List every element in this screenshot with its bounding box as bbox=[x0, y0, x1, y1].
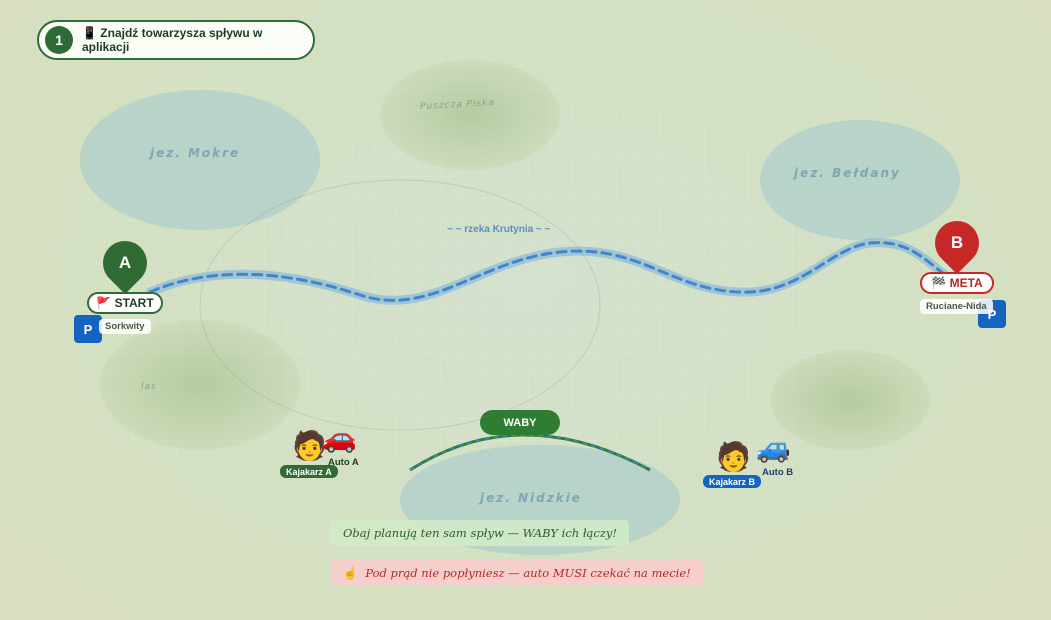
finish-place: Ruciane-Nida bbox=[920, 299, 993, 314]
river-path bbox=[148, 241, 947, 302]
kayaker-a-icon: 🧑 bbox=[292, 429, 327, 462]
label-woods: las bbox=[141, 382, 157, 392]
kayaker-b-icon: 🧑 bbox=[716, 440, 751, 473]
forest-right bbox=[770, 350, 930, 450]
start-parking-icon: P bbox=[74, 315, 102, 343]
car-b-icon: 🚙 bbox=[756, 431, 791, 464]
river-band bbox=[145, 238, 950, 305]
waby-connection-arc-dash bbox=[409, 434, 651, 471]
finish-pin-letter: B bbox=[950, 233, 964, 252]
step-number: 1 bbox=[45, 26, 73, 54]
finish-label: 🏁 META bbox=[920, 272, 994, 294]
step-header: 1 📱 Znajdź towarzysza spływu w aplikacji bbox=[37, 20, 315, 60]
lake-mokre bbox=[80, 90, 320, 230]
shared-route-note: Obaj planują ten sam spływ — WABY ich łą… bbox=[331, 520, 630, 546]
phone-icon: 📱 bbox=[82, 26, 97, 40]
pointing-finger-icon: ☝️ bbox=[343, 566, 358, 580]
step-title: 📱 Znajdź towarzysza spływu w aplikacji bbox=[82, 26, 313, 54]
car-b-label: Auto B bbox=[762, 467, 794, 478]
car-a-icon: 🚗 bbox=[322, 421, 357, 454]
forest-puszcza-piska bbox=[380, 60, 560, 170]
car-a-label: Auto A bbox=[328, 457, 359, 468]
label-lake-nidzkie: jez. Nidzkie bbox=[480, 491, 582, 505]
kayaker-b-label: Kajakarz B bbox=[703, 475, 762, 488]
warning-note: ☝️ Pod prąd nie popłyniesz — auto MUSI c… bbox=[331, 560, 703, 586]
river-label: ~ ~ rzeka Krutynia ~ ~ bbox=[447, 224, 551, 235]
waby-badge: WABY bbox=[480, 410, 560, 435]
lake-beldany bbox=[760, 120, 960, 240]
start-label: 🚩 START bbox=[87, 292, 163, 314]
start-pin-letter: A bbox=[118, 253, 132, 272]
step-label: Znajdź towarzysza spływu w aplikacji bbox=[82, 26, 263, 54]
kayaker-a-label: Kajakarz A bbox=[280, 465, 338, 478]
waby-connection-arc bbox=[409, 433, 651, 472]
warning-text: Pod prąd nie popłyniesz — auto MUSI czek… bbox=[365, 566, 691, 580]
start-place: Sorkwity bbox=[99, 319, 151, 334]
label-lake-beldany: jez. Bełdany bbox=[794, 166, 901, 180]
forest-left bbox=[100, 320, 300, 450]
label-lake-mokre: jez. Mokre bbox=[150, 146, 241, 160]
region-outline bbox=[199, 179, 601, 431]
